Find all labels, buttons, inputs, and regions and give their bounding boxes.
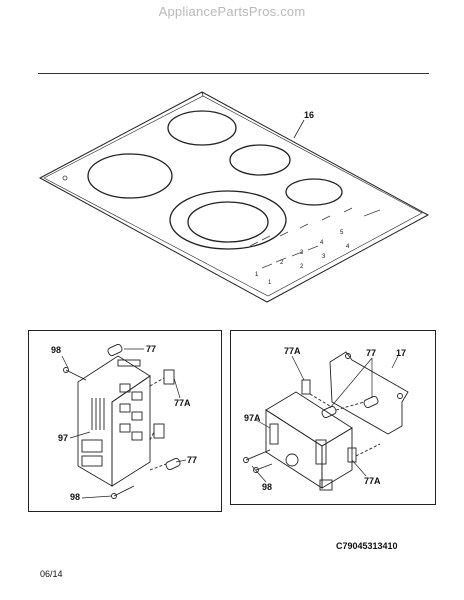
cooktop-panel-numbers: 1 2 3 4 5 1 2 3 4 (255, 230, 350, 286)
control-marks (62, 175, 381, 269)
callout-77-bottom: 77 (187, 455, 197, 465)
callout-77A-top: 77A (284, 346, 301, 356)
callout-16: 16 (304, 110, 314, 120)
panel-digit: 3 (322, 254, 326, 260)
panel-digit: 5 (340, 230, 344, 236)
watermark: AppliancePartsPros.com (158, 4, 306, 19)
leader-16 (293, 119, 305, 139)
panel-digit: 4 (320, 240, 324, 246)
panel-digit: 4 (346, 244, 350, 250)
right-control-board (265, 391, 353, 491)
callout-77A: 77A (174, 398, 191, 408)
burner-front-left (87, 153, 173, 199)
diagram-code: C79045313410 (336, 541, 398, 551)
left-leaders (61, 348, 187, 499)
left-detail-frame (28, 330, 222, 512)
callout-98-top: 98 (51, 345, 61, 355)
callout-98-bottom: 98 (70, 492, 80, 502)
right-leaders (251, 355, 399, 483)
right-hardware (243, 379, 381, 473)
burner-center (229, 144, 291, 176)
left-hardware (63, 343, 181, 499)
header-rule (38, 73, 429, 74)
burner-front-large-outer (169, 190, 287, 250)
callout-17: 17 (396, 348, 406, 358)
burner-rings (87, 110, 343, 250)
panel-digit: 1 (255, 272, 259, 278)
right-bracket (329, 351, 409, 435)
callout-98-right: 98 (262, 482, 272, 492)
panel-digit: 2 (300, 264, 304, 270)
burner-back-left (167, 110, 237, 146)
burner-front-large-inner (187, 201, 269, 243)
panel-digit: 1 (268, 280, 272, 286)
callout-77-top: 77 (146, 344, 156, 354)
panel-digit: 3 (300, 250, 304, 256)
callout-97: 97 (58, 433, 68, 443)
right-detail-frame (230, 330, 436, 505)
cooktop-glass (38, 91, 430, 303)
date-code: 06/14 (40, 569, 63, 579)
callout-77A-bottom: 77A (364, 476, 381, 486)
panel-digit: 2 (280, 260, 284, 266)
callout-77-right: 77 (366, 348, 376, 358)
burner-right (285, 178, 343, 206)
left-control-board (77, 355, 151, 487)
callout-97A: 97A (244, 413, 261, 423)
